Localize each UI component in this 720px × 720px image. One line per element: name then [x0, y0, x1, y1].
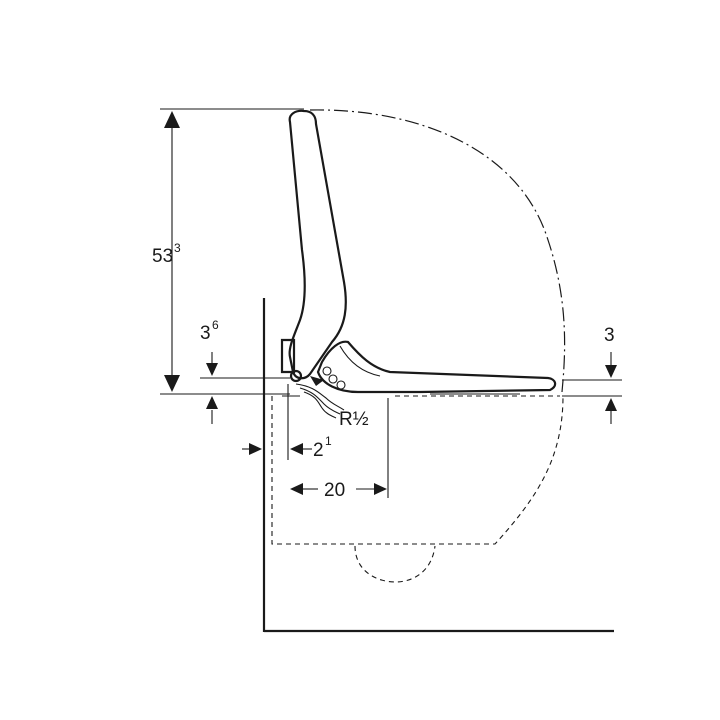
hinge-pivot-icon: [289, 369, 303, 383]
left-offset-arrow-up-icon: [206, 396, 218, 409]
ceramic-foot-outline: [354, 545, 436, 583]
dimension-depth: 20: [290, 398, 389, 501]
wall-and-floor: [262, 298, 614, 633]
ceramic-body-outline: [271, 395, 564, 545]
height-arrow-top-icon: [164, 111, 180, 128]
control-button-plus-icon: [322, 366, 332, 376]
hose-line-3: [303, 391, 337, 419]
depth-arrow-left-icon: [290, 483, 303, 495]
depth-arrow-right-icon: [374, 483, 387, 495]
left-offset-arrow-down-icon: [206, 363, 218, 376]
seat-contour: [339, 345, 381, 377]
pipe-thread-label: R½: [339, 409, 369, 430]
seat-shape: [316, 340, 557, 394]
dimension-wall-gap: 2 1: [242, 384, 332, 461]
left-offset-value: 3: [200, 323, 211, 344]
water-hose: [295, 376, 345, 419]
height-arrow-bottom-icon: [164, 375, 180, 392]
control-button-mid-icon: [328, 374, 338, 384]
wall-gap-arrow-right-icon: [249, 443, 262, 455]
right-offset-arrow-down-icon: [605, 365, 617, 378]
left-offset-value-sup: 6: [212, 318, 219, 332]
wall-gap-arrow-left-icon: [290, 443, 303, 455]
dimension-right-offset: 3: [562, 325, 622, 424]
dimension-height: 53 3: [152, 108, 304, 395]
wall-gap-value: 2: [313, 440, 324, 461]
hose-arrow-icon: [310, 376, 324, 386]
depth-value: 20: [324, 480, 345, 501]
height-value: 53: [152, 246, 173, 267]
right-offset-value: 3: [604, 325, 615, 346]
hose-line-1: [295, 383, 345, 411]
dimension-left-offset: 3 6: [200, 318, 290, 424]
lid-shape: [288, 109, 347, 380]
lid-swing-arc: [309, 109, 566, 393]
hose-line-2: [299, 387, 341, 415]
hinge-bracket: [280, 338, 303, 397]
right-offset-arrow-up-icon: [605, 398, 617, 411]
seat-lid: [288, 109, 347, 380]
control-button-minus-icon: [336, 380, 346, 390]
height-value-sup: 3: [174, 241, 181, 255]
wall-gap-value-sup: 1: [325, 434, 332, 448]
seat-body: [316, 340, 557, 395]
ceramic-outline-dashed: [271, 395, 564, 583]
